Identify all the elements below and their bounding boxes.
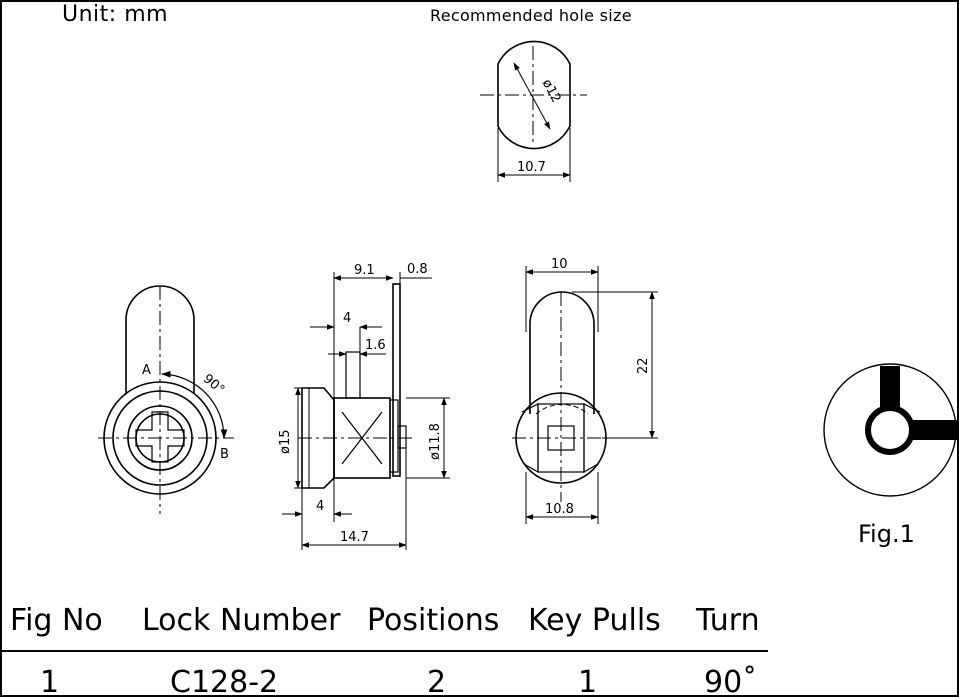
dim-0-8-label: 0.8 <box>407 262 428 277</box>
cam-plate-profile <box>392 283 401 477</box>
header-key-pulls: Key Pulls <box>528 603 661 638</box>
position-diagram <box>823 363 957 497</box>
dim-9-1-label: 9.1 <box>354 263 375 278</box>
header-fig-no: Fig No <box>10 603 103 638</box>
dim-11-8-label: ø11.8 <box>428 423 443 460</box>
position-bar-vertical <box>880 366 900 412</box>
rotation-arc <box>161 370 228 439</box>
pin-profile <box>345 351 361 399</box>
hole-diameter-leader <box>513 62 551 130</box>
dim-10-8-label: 10.8 <box>545 502 574 517</box>
figure-label: Fig.1 <box>858 520 915 548</box>
washer-profile <box>389 399 399 473</box>
hole-size-title: Recommended hole size <box>430 6 632 25</box>
stud-profile <box>397 425 407 449</box>
rear-cam-outline <box>529 291 595 414</box>
position-bar-horizontal <box>908 420 957 440</box>
position-b-label: B <box>220 447 229 462</box>
header-turn: Turn <box>696 603 760 638</box>
unit-label: Unit: mm <box>62 2 169 27</box>
rear-hidden-arc <box>535 403 589 415</box>
cell-fig-no: 1 <box>40 665 60 697</box>
header-lock-number: Lock Number <box>142 603 341 638</box>
cell-key-pulls: 1 <box>578 665 598 697</box>
dim-15-label: ø15 <box>278 430 293 455</box>
dim-1-6-label: 1.6 <box>365 338 386 353</box>
side-view <box>282 272 450 550</box>
angle-label: 90° <box>200 371 227 397</box>
hole-width-label: 10.7 <box>517 160 546 175</box>
dim-4-top-label: 4 <box>343 311 351 326</box>
hole-diameter-label: ø12 <box>539 77 564 106</box>
dim-22-label: 22 <box>636 357 651 374</box>
header-positions: Positions <box>367 603 500 638</box>
position-a-label: A <box>142 363 151 378</box>
hole-outline <box>497 40 571 150</box>
dim-14-7-label: 14.7 <box>340 530 369 545</box>
cell-positions: 2 <box>427 665 447 697</box>
table-divider <box>2 650 768 652</box>
hole-size-view <box>480 40 587 182</box>
dim-10-label: 10 <box>551 257 568 272</box>
rear-view <box>512 266 658 524</box>
position-center-ring <box>865 405 915 455</box>
dim-4-bot-label: 4 <box>316 499 324 514</box>
cell-turn: 90˚ <box>704 665 758 697</box>
front-view <box>98 285 234 514</box>
cell-lock-number: C128-2 <box>170 665 279 697</box>
